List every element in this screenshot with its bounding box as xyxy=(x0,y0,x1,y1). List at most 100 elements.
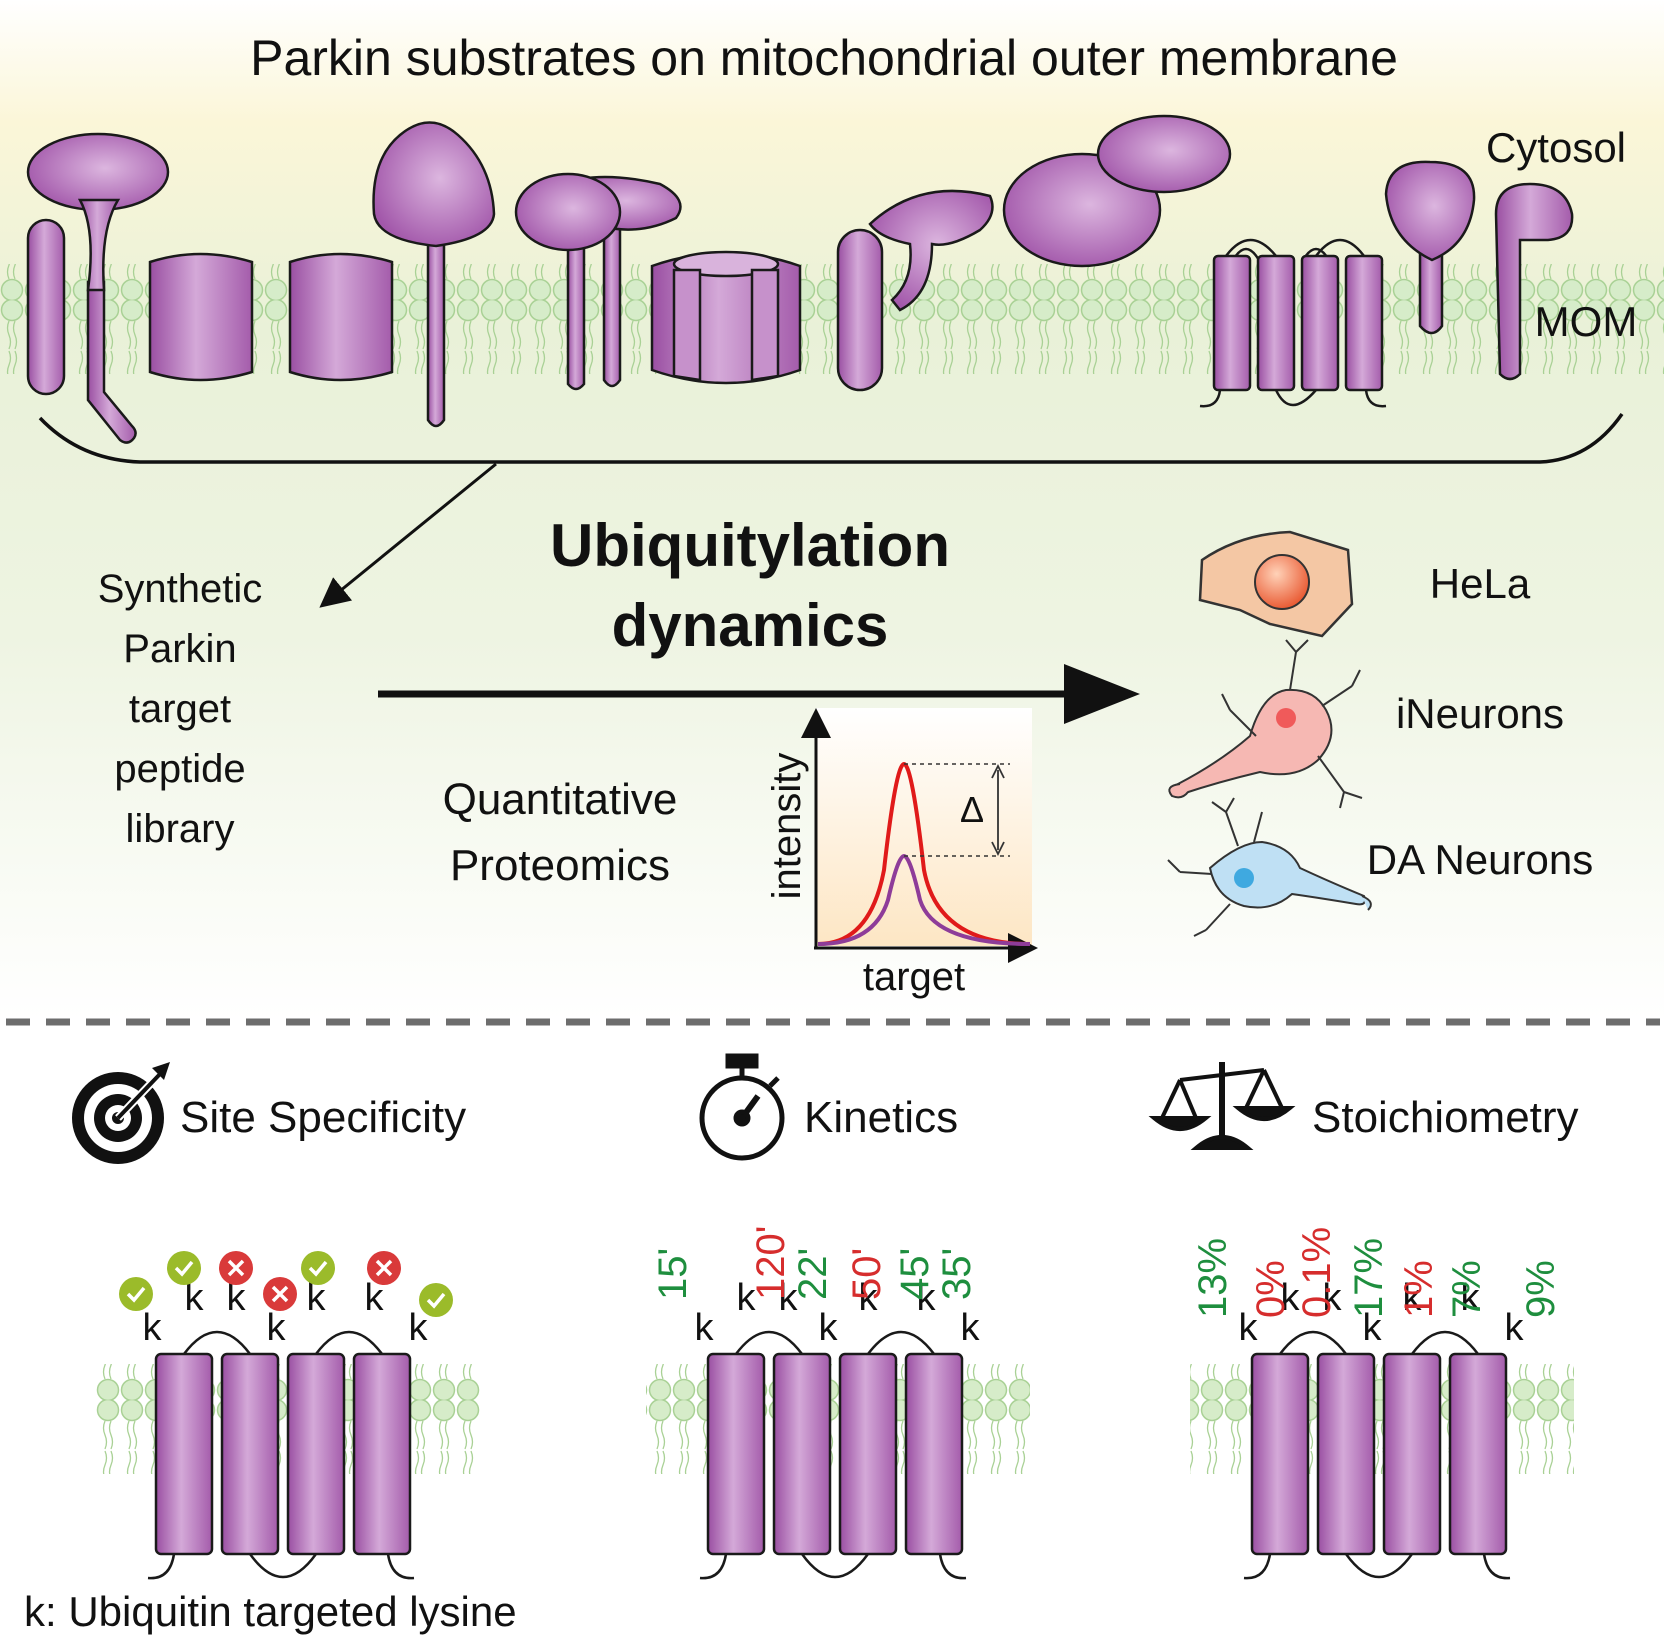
lysine-label: k xyxy=(779,1277,799,1319)
helix xyxy=(1382,1352,1442,1556)
ineuron-icon xyxy=(1168,639,1363,809)
figure-title: Parkin substrates on mitochondrial outer… xyxy=(250,30,1398,86)
svg-text:target: target xyxy=(129,687,231,731)
protein-soluble-upper xyxy=(1096,114,1232,194)
method-label: Quantitative Proteomics xyxy=(443,775,678,890)
main-arrow-head xyxy=(1064,664,1140,724)
helix xyxy=(706,1352,766,1556)
library-arrow xyxy=(319,462,497,608)
helix xyxy=(1448,1352,1508,1556)
da-neuron-icon xyxy=(1167,797,1372,937)
helix-loop-top xyxy=(183,1330,383,1355)
svg-text:Ubiquitylation: Ubiquitylation xyxy=(550,512,950,579)
lysine-label: k xyxy=(961,1307,981,1349)
check-icon xyxy=(419,1283,453,1317)
lysine-label: k xyxy=(859,1277,879,1319)
lysine-label: k xyxy=(185,1277,205,1319)
check-icon xyxy=(167,1251,201,1285)
lysine-label: k xyxy=(1323,1277,1343,1319)
protein-hook xyxy=(1494,182,1574,381)
substrate-bracket xyxy=(38,413,1624,464)
cross-icon xyxy=(219,1251,253,1285)
stoichiometry-value: 7% xyxy=(1445,1260,1489,1318)
svg-text:Parkin: Parkin xyxy=(123,627,236,671)
helix-loop-bottom xyxy=(699,1553,967,1580)
kinetics-time: 120' xyxy=(749,1226,793,1300)
parkin-substrate-proteins xyxy=(26,114,1574,444)
lysine-label: k xyxy=(143,1307,163,1349)
protein-drop-short xyxy=(1418,248,1444,335)
lysine-label: k xyxy=(737,1277,757,1319)
protein-drop-anchored xyxy=(426,228,446,428)
bottom-membrane-2 xyxy=(646,1364,1030,1474)
svg-text:library: library xyxy=(126,807,235,851)
lysine-label: k xyxy=(1239,1307,1259,1349)
cross-icon xyxy=(367,1251,401,1285)
plot-xlabel: target xyxy=(863,955,965,999)
helix xyxy=(154,1352,214,1556)
helix xyxy=(904,1352,964,1556)
kinetics-time: 15' xyxy=(651,1248,695,1300)
check-icon xyxy=(119,1277,153,1311)
svg-text:Proteomics: Proteomics xyxy=(450,841,670,890)
lysine-label: k xyxy=(819,1307,839,1349)
helix xyxy=(352,1352,412,1556)
svg-text:Synthetic: Synthetic xyxy=(98,567,263,611)
helix xyxy=(1250,1352,1310,1556)
scale-icon xyxy=(1148,1062,1296,1150)
hela-cell-icon xyxy=(1198,530,1354,638)
lysine-label: k xyxy=(365,1277,385,1319)
headline: Ubiquitylation dynamics xyxy=(550,512,950,659)
svg-text:HeLa: HeLa xyxy=(1430,560,1531,607)
cytosol-label: Cytosol xyxy=(1486,124,1626,171)
stopwatch-icon xyxy=(699,1053,785,1161)
intensity-plot: Δ intensity target xyxy=(765,708,1038,999)
svg-text:Kinetics: Kinetics xyxy=(804,1093,958,1142)
svg-text:dynamics: dynamics xyxy=(612,592,889,659)
lysine-label: k xyxy=(1505,1307,1525,1349)
lysine-label: k xyxy=(409,1307,429,1349)
lysine-label: k xyxy=(267,1307,287,1349)
helix xyxy=(220,1352,280,1556)
svg-text:iNeurons: iNeurons xyxy=(1396,690,1564,737)
svg-text:Site Specificity: Site Specificity xyxy=(180,1093,466,1142)
lysine-label: k xyxy=(1403,1277,1423,1319)
helix xyxy=(1316,1352,1376,1556)
lysine-label: k xyxy=(1281,1277,1301,1319)
library-label: Synthetic Parkin target peptide library xyxy=(98,567,263,851)
protein-barrel-1 xyxy=(148,252,254,382)
delta-label: Δ xyxy=(960,789,984,830)
lysine-legend: k: Ubiquitin targeted lysine xyxy=(24,1588,517,1635)
helix-protein-1 xyxy=(147,1330,415,1580)
kinetics-time: 45' xyxy=(893,1248,937,1300)
protein-barrel-2 xyxy=(288,252,394,382)
helix xyxy=(286,1352,346,1556)
helix-protein-3 xyxy=(1243,1330,1511,1580)
svg-text:peptide: peptide xyxy=(114,747,245,791)
lysine-label: k xyxy=(227,1277,247,1319)
stoichiometry-value: 9% xyxy=(1519,1260,1563,1318)
helix-protein-2 xyxy=(699,1330,967,1580)
helix-loop-bottom xyxy=(1243,1553,1511,1580)
protein-tm-capsule xyxy=(26,218,66,396)
stoichiometry-value: 1% xyxy=(1397,1260,1441,1318)
kinetics-time: 22' xyxy=(791,1248,835,1300)
svg-text:Stoichiometry: Stoichiometry xyxy=(1312,1093,1579,1142)
svg-text:Quantitative: Quantitative xyxy=(443,775,678,824)
helix xyxy=(772,1352,832,1556)
bottom-membrane-3 xyxy=(1190,1364,1574,1474)
target-icon xyxy=(72,1062,170,1164)
four-helix-proteins xyxy=(147,1330,1511,1580)
cross-icon xyxy=(263,1277,297,1311)
protein-tm-capsule-2 xyxy=(836,228,884,392)
kinetics-time: 50' xyxy=(845,1248,889,1300)
stoichiometry-value: 0.1% xyxy=(1295,1227,1339,1318)
check-icon xyxy=(301,1251,335,1285)
helix-loop-bottom xyxy=(147,1553,415,1580)
protein-anchored-head xyxy=(86,280,137,444)
lysine-label: k xyxy=(917,1277,937,1319)
helix-loop-top xyxy=(1279,1330,1479,1355)
lysine-label: k xyxy=(1363,1307,1383,1349)
